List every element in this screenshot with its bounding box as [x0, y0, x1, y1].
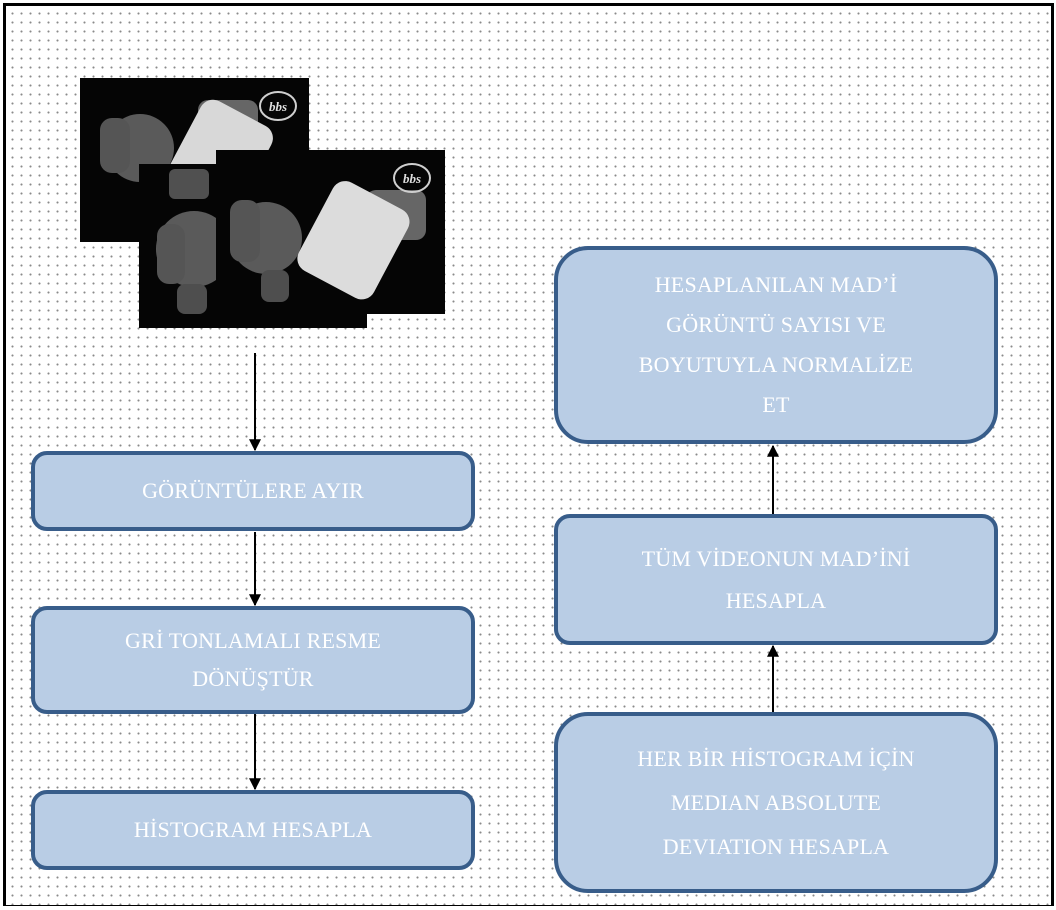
step-grayscale-label: GRİ TONLAMALI RESME DÖNÜŞTÜR — [125, 628, 381, 691]
step-video-mad-label: TÜM VİDEONUN MAD’İNİ HESAPLA — [641, 545, 911, 613]
step-split-frames-label: GÖRÜNTÜLERE AYIR — [142, 478, 364, 503]
step-mad-per-histogram: HER BİR HİSTOGRAM İÇİN MEDIAN ABSOLUTE D… — [554, 712, 998, 893]
frame-logo-text: bbs — [403, 171, 421, 186]
step-mad-per-histogram-label: HER BİR HİSTOGRAM İÇİN MEDIAN ABSOLUTE D… — [637, 745, 915, 859]
step-grayscale: GRİ TONLAMALI RESME DÖNÜŞTÜR — [31, 606, 475, 714]
frame-logo-text: bbs — [269, 99, 287, 114]
step-normalize: HESAPLANILAN MAD’İ GÖRÜNTÜ SAYISI VE BOY… — [554, 246, 998, 444]
diagram-canvas: bbs bbs — [3, 3, 1054, 906]
step-split-frames: GÖRÜNTÜLERE AYIR — [31, 451, 475, 531]
step-histogram: HİSTOGRAM HESAPLA — [31, 790, 475, 870]
step-video-mad: TÜM VİDEONUN MAD’İNİ HESAPLA — [554, 514, 998, 645]
step-normalize-label: HESAPLANILAN MAD’İ GÖRÜNTÜ SAYISI VE BOY… — [638, 272, 914, 417]
flow-arrows — [249, 353, 779, 791]
step-histogram-label: HİSTOGRAM HESAPLA — [133, 817, 373, 842]
video-frame-3: bbs — [216, 150, 445, 314]
